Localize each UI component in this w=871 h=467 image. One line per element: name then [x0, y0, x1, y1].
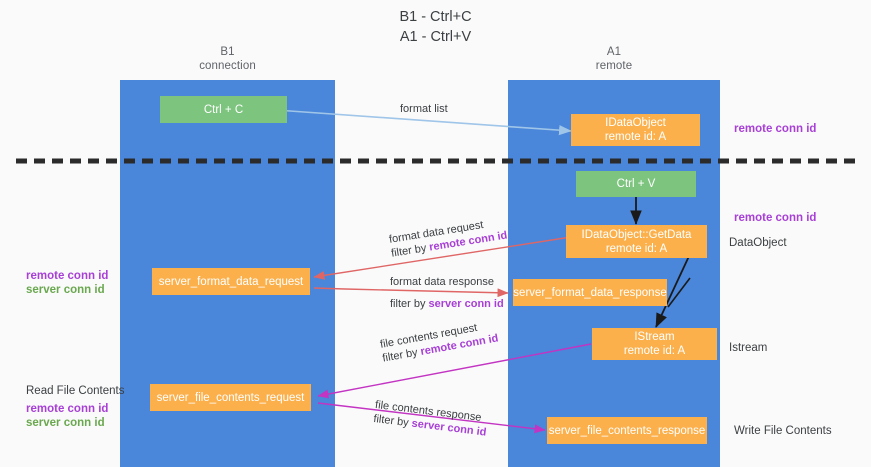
diagram-title: B1 - Ctrl+C A1 - Ctrl+V	[0, 7, 871, 47]
node-ctrl-v-label: Ctrl + V	[616, 178, 656, 190]
annotation-left-read-file-contents: Read File Contents	[26, 385, 125, 397]
title-line-2: A1 - Ctrl+V	[399, 29, 472, 45]
node-idataobject-getdata[interactable]: IDataObject::GetData remote id: A	[566, 225, 707, 258]
annotation-right-dataobject: DataObject	[729, 237, 787, 249]
node-server-format-data-response-label: server_format_data_response	[513, 286, 667, 299]
node-ctrl-v[interactable]: Ctrl + V	[576, 171, 696, 197]
edge-label-format-data-response-main: format data response	[390, 276, 494, 288]
filter-prefix: filter by	[372, 412, 413, 430]
annotation-left-remote-conn-id-mid: remote conn id	[26, 270, 109, 282]
node-server-file-contents-request-label: server_file_contents_request	[156, 391, 305, 404]
annotation-left-server-conn-id-mid: server conn id	[26, 284, 105, 296]
lane-subtitle-b1: connection	[199, 60, 256, 72]
node-server-format-data-response[interactable]: server_format_data_response	[513, 279, 667, 306]
node-server-format-data-request[interactable]: server_format_data_request	[152, 268, 310, 295]
annotation-left-server-conn-id-bottom: server conn id	[26, 417, 105, 429]
filter-prefix: filter by	[390, 298, 429, 310]
lane-title-b1: B1	[220, 46, 235, 58]
node-idataobject-getdata-line2: remote id: A	[605, 242, 668, 255]
annotation-right-remote-conn-id-top: remote conn id	[734, 123, 817, 135]
annotation-right-write-file-contents: Write File Contents	[734, 425, 832, 437]
node-server-file-contents-response[interactable]: server_file_contents_response	[547, 417, 707, 444]
node-istream[interactable]: IStream remote id: A	[592, 328, 717, 360]
edge-label-format-list-text: format list	[400, 103, 448, 115]
node-idataobject-top-line1: IDataObject	[605, 117, 666, 129]
lane-caption-b1: B1 connection	[120, 45, 335, 73]
lane-caption-a1: A1 remote	[508, 45, 720, 73]
lane-subtitle-a1: remote	[595, 60, 633, 72]
node-server-file-contents-request[interactable]: server_file_contents_request	[150, 384, 311, 411]
node-server-file-contents-response-label: server_file_contents_response	[548, 424, 706, 437]
annotation-right-istream: Istream	[729, 342, 768, 354]
edge-label-format-data-response-filter: filter by server conn id	[390, 297, 504, 311]
node-istream-line2: remote id: A	[623, 345, 686, 357]
edge-label-format-data-response: format data response filter by server co…	[390, 275, 504, 311]
annotation-right-remote-conn-id-mid: remote conn id	[734, 212, 817, 224]
node-idataobject-top[interactable]: IDataObject remote id: A	[571, 114, 700, 146]
node-idataobject-top-line2: remote id: A	[604, 131, 667, 143]
edge-label-format-list: format list	[400, 102, 448, 116]
edge-label-format-data-request: format data request filter by remote con…	[388, 215, 508, 261]
node-ctrl-c-label: Ctrl + C	[203, 103, 244, 116]
edge-label-file-contents-request: file contents request filter by remote c…	[379, 318, 499, 366]
node-server-format-data-request-label: server_format_data_request	[158, 275, 304, 288]
node-istream-line1: IStream	[634, 331, 675, 343]
edge-label-file-contents-response: file contents response filter by server …	[373, 398, 489, 440]
node-ctrl-c[interactable]: Ctrl + C	[160, 96, 287, 123]
node-idataobject-getdata-line1: IDataObject::GetData	[581, 228, 692, 241]
filter-key-server-conn-id: server conn id	[428, 298, 504, 310]
title-line-1: B1 - Ctrl+C	[399, 9, 472, 25]
lane-title-a1: A1	[606, 46, 622, 58]
annotation-left-remote-conn-id-bottom: remote conn id	[26, 403, 109, 415]
